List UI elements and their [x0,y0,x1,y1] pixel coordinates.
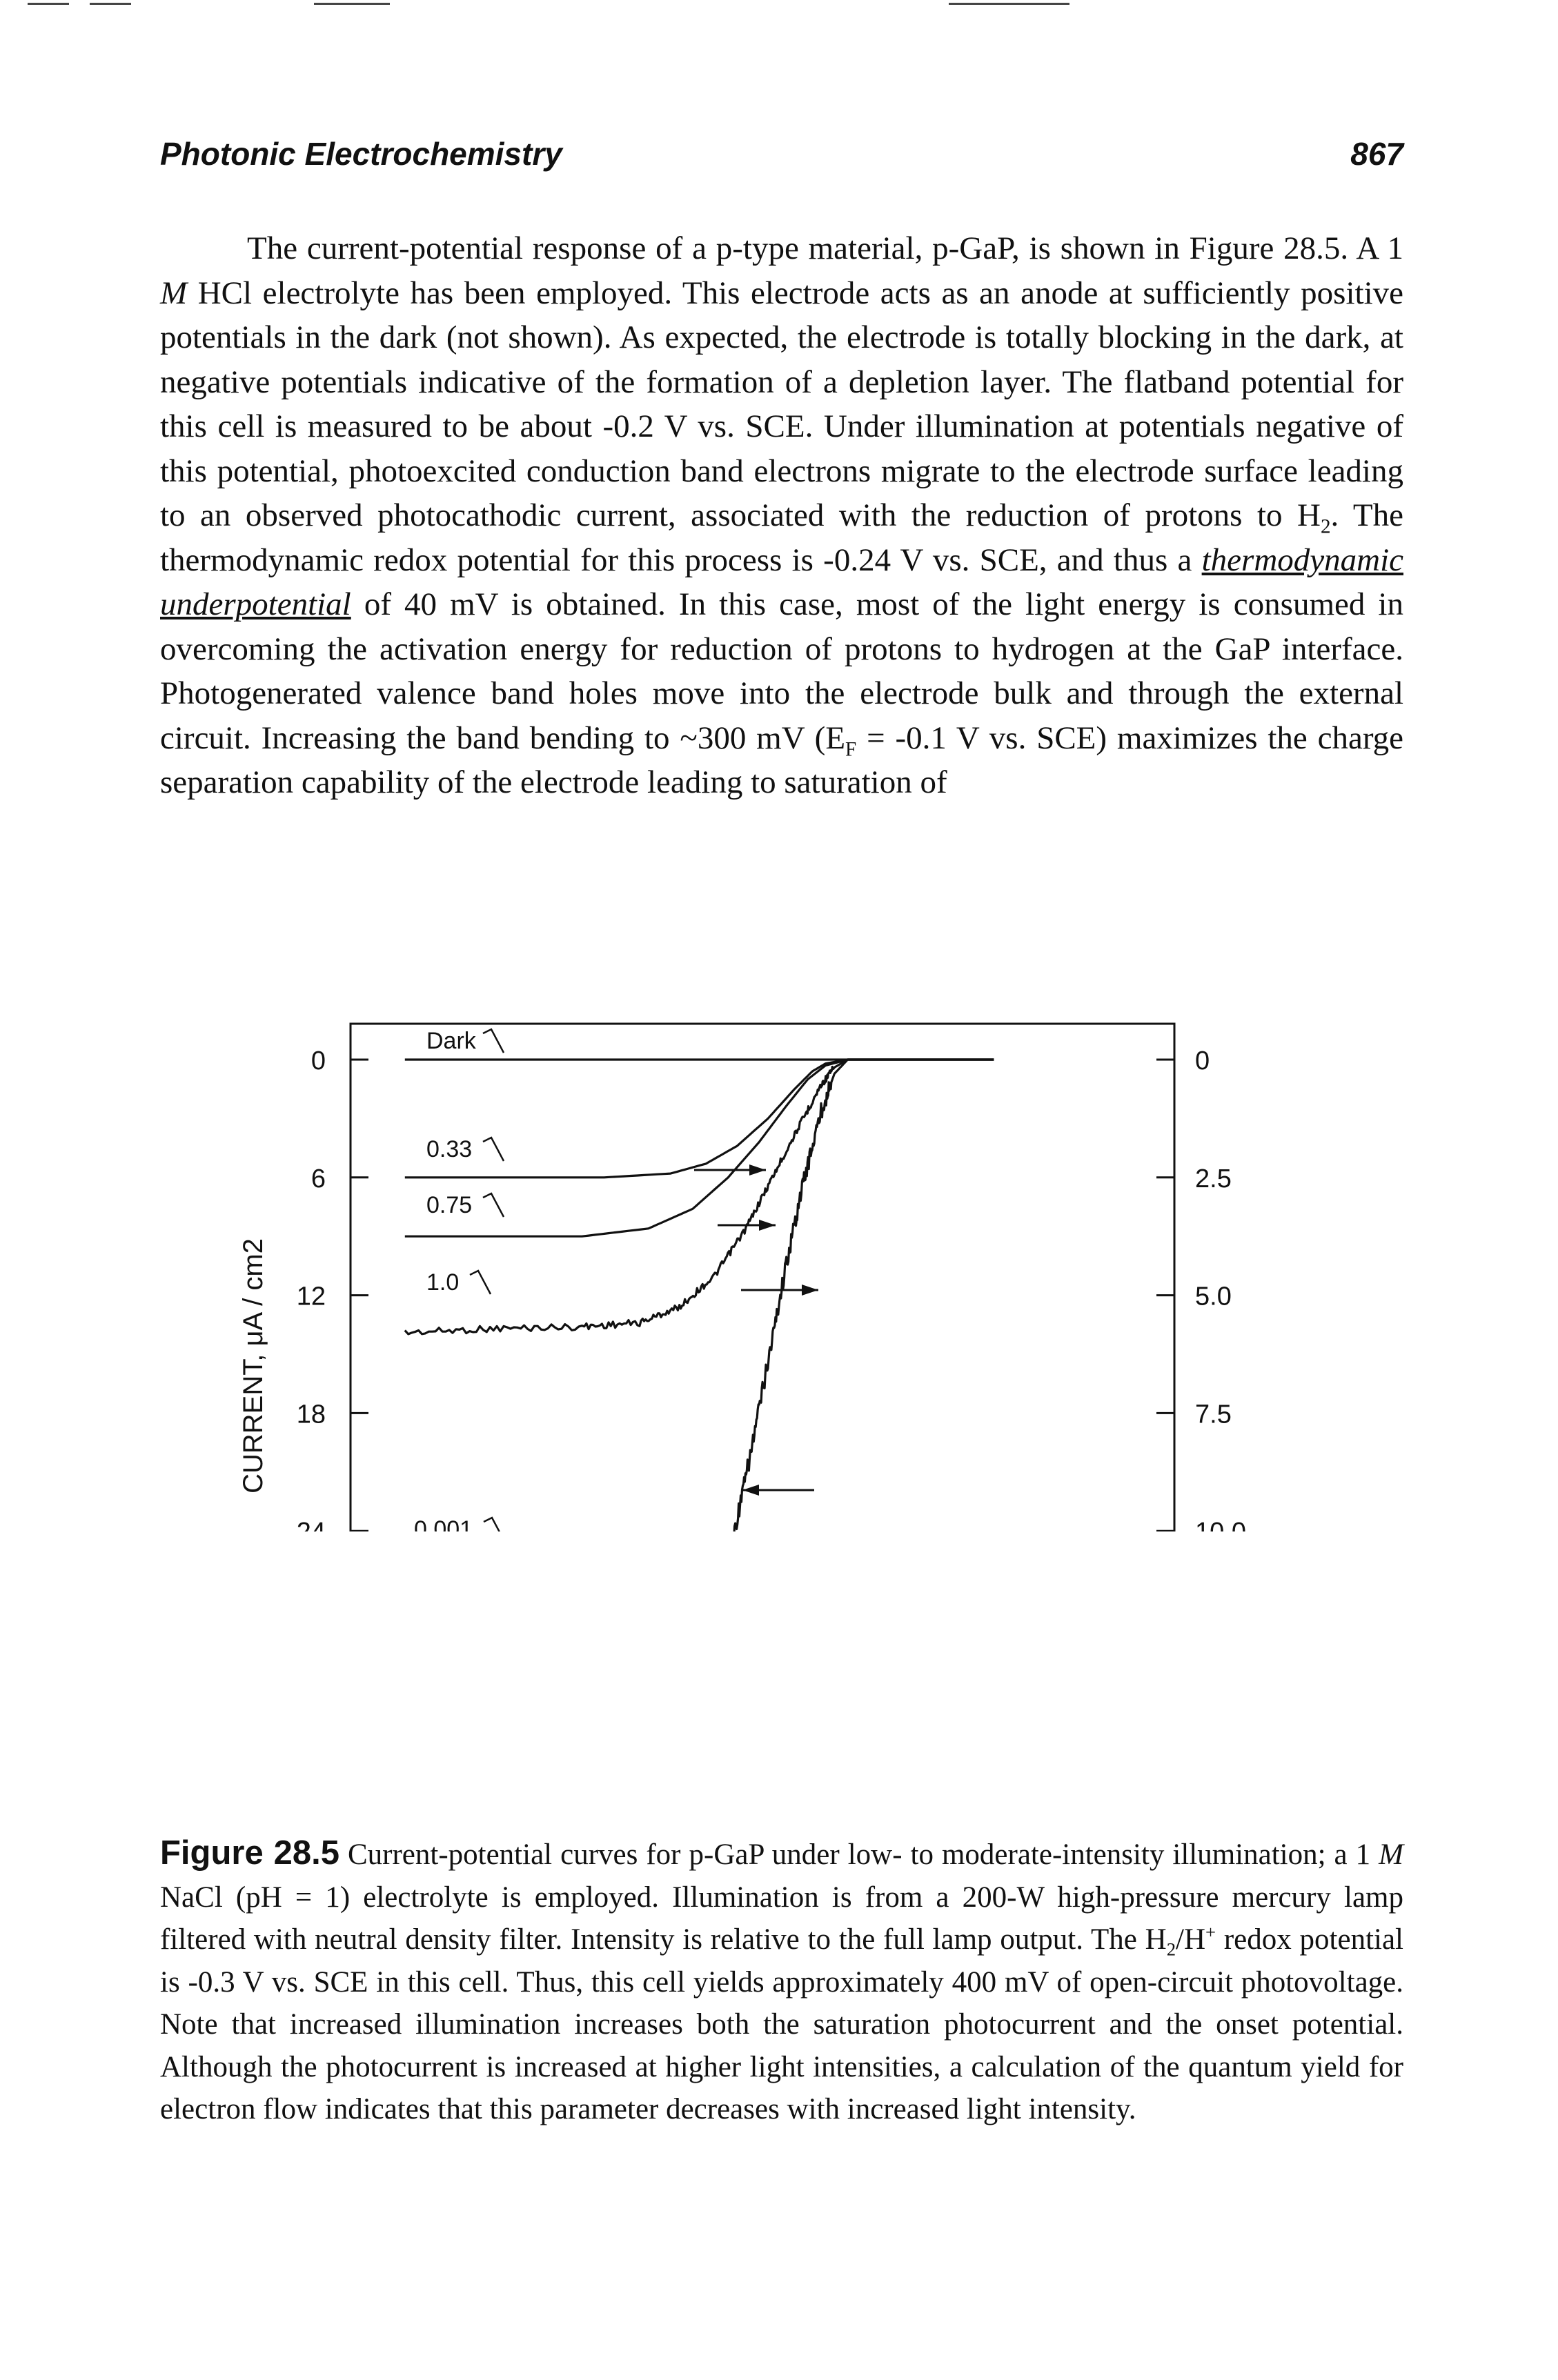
running-head: Photonic Electrochemistry 867 [160,135,1403,179]
curve-label-0-33: 0.33 [426,1136,472,1162]
plot-frame [349,1022,1176,1531]
curve-label-pointer [482,1136,505,1162]
figure-caption: Figure 28.5 Current-potential curves for… [160,1834,1403,2125]
running-head-title: Photonic Electrochemistry [160,136,562,172]
curve-label-pointer [482,1192,505,1218]
y-left-tick-label: 0 [311,1047,326,1075]
body-text: The current-potential response of a p-ty… [160,226,1403,805]
figure-label: Figure 28.5 [160,1834,339,1872]
axis-arrow-0-33-head [749,1164,766,1176]
series-line-0-001 [733,1058,994,1531]
series-line-1-0 [404,1058,994,1336]
curve-label-Dark: Dark [426,1028,477,1054]
axis-arrow-0-001-head [742,1485,759,1496]
curve-label-pointer [483,1516,501,1531]
top-rule-marks [0,0,1558,10]
curve-label-0-75: 0.75 [426,1192,472,1218]
curve-label-1-0: 1.0 [426,1269,459,1296]
y-right-tick-label: 7.5 [1195,1400,1232,1429]
y-left-tick-label: 6 [311,1164,326,1193]
series-line-0-75 [404,1058,994,1238]
current-potential-chart: 061218243002.55.07.510.012.5-0.8-0.40.00… [238,1022,1246,1531]
y-right-tick-label: 10.0 [1195,1518,1246,1531]
curve-label-pointer [469,1269,492,1295]
y-left-tick-label: 24 [297,1518,326,1531]
y-left-tick-label: 18 [297,1400,326,1429]
y-right-tick-label: 0 [1195,1047,1210,1075]
y-left-tick-label: 12 [297,1282,326,1311]
y-left-axis-title: CURRENT, μA / cm2 [238,1238,268,1494]
page-number: 867 [1350,136,1403,172]
y-right-tick-label: 2.5 [1195,1164,1232,1193]
curve-label-pointer [482,1028,505,1053]
axis-arrow-0-75-head [759,1220,776,1231]
series-line-0-33 [404,1058,994,1179]
axis-arrow-1-0-head [802,1285,818,1296]
paragraph: The current-potential response of a p-ty… [160,230,1404,800]
curve-label-0-001: 0.001 [414,1516,473,1531]
y-right-tick-label: 5.0 [1195,1282,1232,1311]
